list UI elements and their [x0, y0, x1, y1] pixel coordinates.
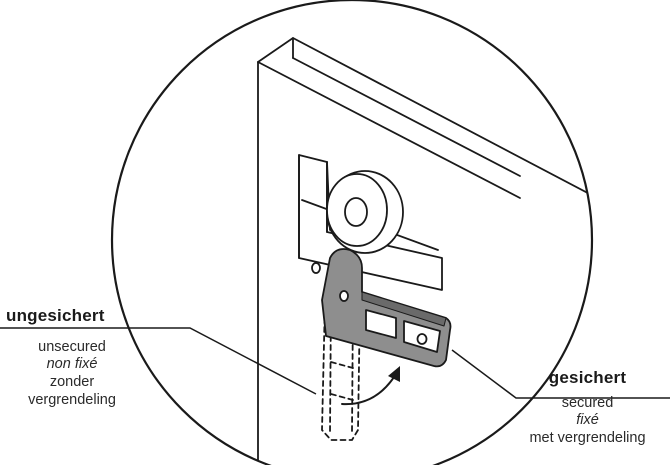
secured-text-nl: met vergrendeling	[529, 430, 646, 447]
unsecured-text-nl-2: vergrendeling	[28, 391, 116, 408]
knob	[326, 170, 404, 254]
rotation-arrow	[341, 366, 400, 406]
unsecured-label: ungesichert unsecured non fixé zonder ve…	[2, 306, 162, 409]
leader-line-unsecured	[0, 327, 317, 395]
leader-line-secured	[451, 349, 670, 399]
door-panel	[257, 37, 592, 465]
secured-text-fr: fixé	[576, 412, 599, 429]
unsecured-text-en: unsecured	[38, 338, 106, 355]
secured-text-en: secured	[561, 394, 614, 411]
latch-secured	[321, 248, 452, 368]
unsecured-text-fr: non fixé	[46, 356, 98, 373]
unsecured-heading: ungesichert	[6, 306, 105, 325]
secured-label: gesichert secured fixé met vergrendeling	[505, 368, 670, 448]
unsecured-text-nl-1: zonder	[49, 374, 95, 391]
secured-heading: gesichert	[548, 368, 627, 387]
